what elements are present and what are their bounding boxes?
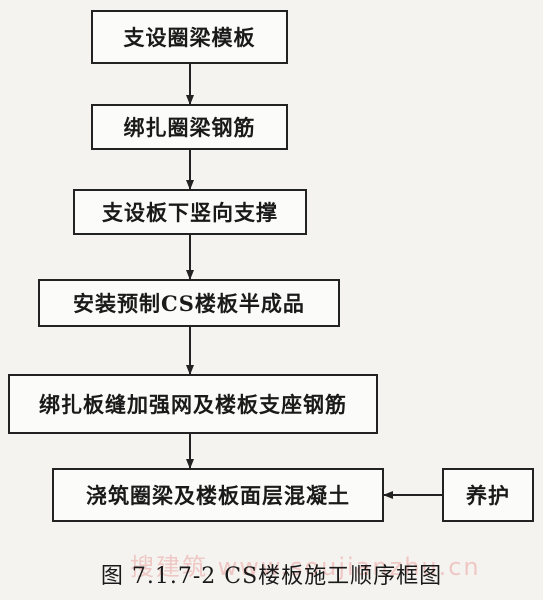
flow-step-curing: 养护: [442, 468, 534, 522]
flow-step-support: 支设板下竖向支撑: [73, 189, 307, 235]
figure-caption: 图 7.1.7-2 CS楼板施工顺序框图: [100, 564, 443, 589]
flow-step-rebar: 绑扎圈梁钢筋: [91, 104, 288, 150]
flow-step-formwork: 支设圈梁模板: [91, 10, 288, 64]
watermark: 搜建筑 www.soujianzhu.cn: [130, 553, 481, 581]
flow-step-pour-concrete: 浇筑圈梁及楼板面层混凝土: [52, 468, 384, 522]
flow-step-install-slab: 安装预制CS楼板半成品: [38, 279, 340, 327]
flow-step-reinforcement-mesh: 绑扎板缝加强网及楼板支座钢筋: [8, 374, 378, 434]
